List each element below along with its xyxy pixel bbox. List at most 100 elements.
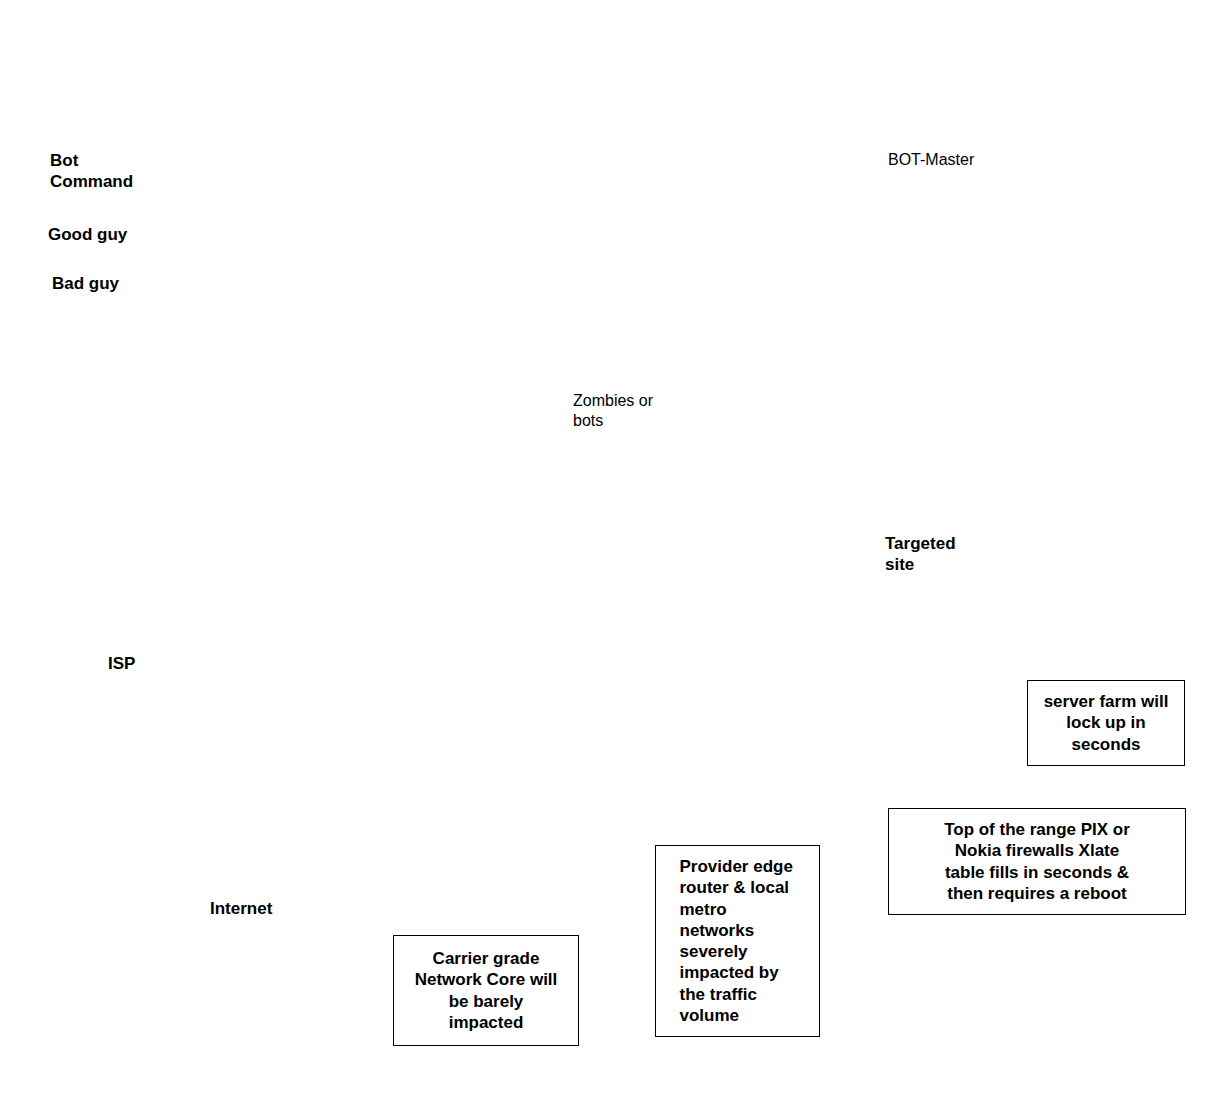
text-holder: Targeted site — [885, 533, 975, 576]
router-cross — [502, 598, 529, 614]
server-icon — [1012, 370, 1070, 488]
router-top — [625, 571, 689, 599]
router-arrow — [521, 565, 538, 573]
router-base — [272, 695, 352, 731]
cloud-outline — [707, 365, 1109, 652]
cloud-bump — [267, 332, 508, 573]
devil-smile — [700, 126, 722, 132]
cloud-bump — [203, 789, 381, 967]
server-icon — [940, 387, 994, 490]
cloud-bump — [1042, 482, 1118, 558]
cloud-bump — [751, 532, 840, 621]
bot-command-line — [541, 218, 668, 350]
server-slot — [1050, 452, 1086, 453]
legend-line-sample — [28, 253, 160, 259]
router-arrow — [831, 473, 859, 482]
router-top — [272, 637, 352, 673]
devil-body — [660, 150, 752, 220]
cloud-bump — [707, 469, 789, 551]
legend-item: Bot Command — [50, 150, 145, 193]
cloud-bump — [121, 429, 299, 607]
cloud-bump — [973, 526, 1076, 629]
cloud-bump — [931, 382, 1013, 464]
cloud-core — [106, 511, 620, 855]
router-arrow — [318, 658, 336, 666]
legend-text: Good guy — [48, 224, 127, 245]
pitchfork-shaft — [628, 178, 690, 208]
region-label: ISP — [108, 653, 135, 674]
cloud-bump — [453, 405, 678, 630]
callout-text: Provider edge router & local metro netwo… — [680, 856, 796, 1026]
server-slot — [945, 433, 977, 434]
actor-label: BOT-Master — [888, 150, 974, 170]
cloud-bump — [437, 701, 678, 942]
cloud-bump — [517, 667, 678, 828]
cloud-bump — [113, 420, 291, 598]
cloud-bump — [939, 565, 1021, 647]
server-side — [1091, 424, 1103, 532]
text-holder: Internet — [210, 898, 272, 919]
cloud-bump — [43, 477, 268, 702]
cloud-bump — [818, 569, 894, 645]
good-traffic-line — [177, 688, 312, 920]
cloud-bump — [976, 396, 1072, 492]
cloud-bump — [456, 476, 629, 649]
router-arrow — [318, 644, 336, 652]
bad-traffic-trunk — [835, 418, 935, 452]
cloud-bump — [36, 638, 277, 879]
halo — [722, 40, 862, 180]
frame-inner — [9, 9, 1213, 994]
cloud-bump — [1034, 473, 1110, 549]
cloud-bump — [530, 549, 667, 686]
router-base — [625, 613, 689, 641]
cloud-bump — [40, 531, 213, 704]
legend-line-sample — [28, 303, 145, 309]
cloud-bump — [707, 469, 789, 551]
cloud-bump — [32, 568, 226, 762]
cloud-bump — [34, 655, 219, 840]
cloud-bump — [276, 766, 449, 939]
cloud-core — [106, 511, 620, 855]
impact-burst — [817, 439, 895, 521]
router-body — [272, 655, 352, 713]
cloud-bump — [40, 531, 213, 704]
server-slot — [1017, 422, 1053, 423]
cloud-bump — [758, 406, 834, 482]
router-body — [625, 585, 689, 627]
server-slot — [1017, 466, 1053, 467]
server-slot — [1017, 444, 1053, 445]
server-slot — [1017, 400, 1053, 401]
bad-traffic-line — [292, 382, 312, 688]
cloud-bump — [445, 710, 686, 951]
cloud-bump — [507, 645, 717, 855]
leader-line — [1012, 522, 1013, 765]
cloud-bump — [812, 388, 901, 477]
cloud-bump — [804, 379, 893, 468]
leader-line — [872, 500, 873, 866]
devil-horns — [676, 62, 736, 86]
good-traffic-line — [85, 444, 312, 688]
cloud-fill — [707, 365, 1109, 652]
router-cross — [646, 603, 668, 616]
cloud-bump — [976, 396, 1072, 492]
cloud-bump — [859, 365, 962, 468]
cloud-bump — [531, 500, 709, 678]
cloud-bump — [114, 494, 251, 631]
cloud-bump — [187, 365, 397, 575]
cloud-bump — [709, 495, 812, 598]
leader-line — [349, 716, 350, 1085]
devil-hair — [678, 75, 732, 100]
callout-text: server farm will lock up in seconds — [1036, 691, 1176, 755]
router-symbol — [625, 571, 689, 641]
bot-command-line — [306, 190, 668, 330]
cloud-bump — [387, 373, 581, 567]
router-arrow — [638, 577, 652, 583]
cloud-bump — [196, 771, 333, 908]
server-front — [1012, 378, 1058, 488]
bad-traffic-line — [312, 360, 342, 688]
router-cross — [298, 681, 326, 698]
bad-traffic-line — [312, 369, 392, 688]
cloud-bump — [1034, 473, 1110, 549]
server-slot — [1050, 492, 1086, 493]
router-arrow — [288, 644, 306, 652]
